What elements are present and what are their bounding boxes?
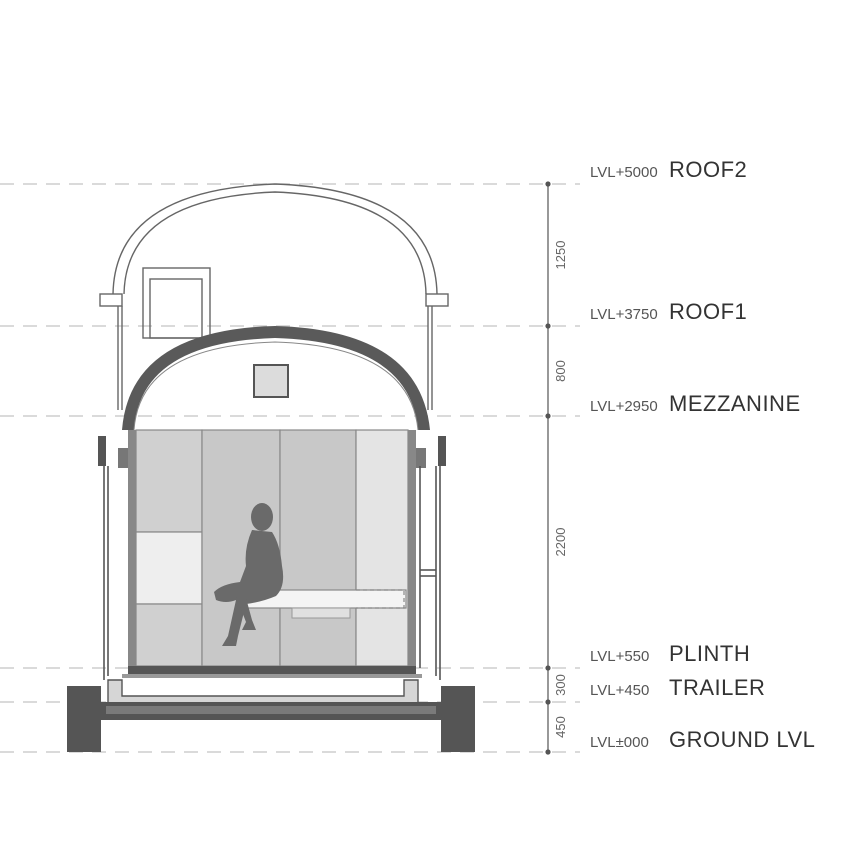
level-code-roof2: LVL+5000 [590,164,658,181]
level-name-ground: GROUND LVL [669,727,815,752]
level-name-roof2: ROOF2 [669,157,747,182]
dimension-800: 800 [553,360,568,382]
right-cabinet [355,429,409,667]
level-code-trailer: LVL+450 [590,682,649,699]
floor-plinth [107,666,422,705]
dimension-450: 450 [553,716,568,738]
level-code-mezzanine: LVL+2950 [590,398,658,415]
dimension-300: 300 [553,674,568,696]
right-wheel [441,686,475,752]
level-name-mezzanine: MEZZANINE [669,391,801,416]
left-cabinets [135,429,203,667]
bench [243,589,407,619]
level-name-plinth: PLINTH [669,641,750,666]
level-code-ground: LVL±000 [590,734,649,751]
level-name-trailer: TRAILER [669,675,765,700]
inner-walls [128,430,416,670]
wheels [67,686,475,752]
trailer-chassis [100,702,442,720]
left-wheel [67,686,101,752]
mezzanine-window [253,364,289,398]
upper-door [142,267,211,339]
upper-roof [99,183,449,410]
dimension-1250: 1250 [553,241,568,270]
seated-person-figure [214,503,284,646]
level-code-roof1: LVL+3750 [590,306,658,323]
back-wall-panels [201,429,357,667]
lower-roof [122,326,430,431]
level-code-plinth: LVL+550 [590,648,649,665]
dimension-2200: 2200 [553,528,568,557]
dimension-chain [545,181,551,755]
outer-walls [103,440,441,680]
level-name-roof1: ROOF1 [669,299,747,324]
